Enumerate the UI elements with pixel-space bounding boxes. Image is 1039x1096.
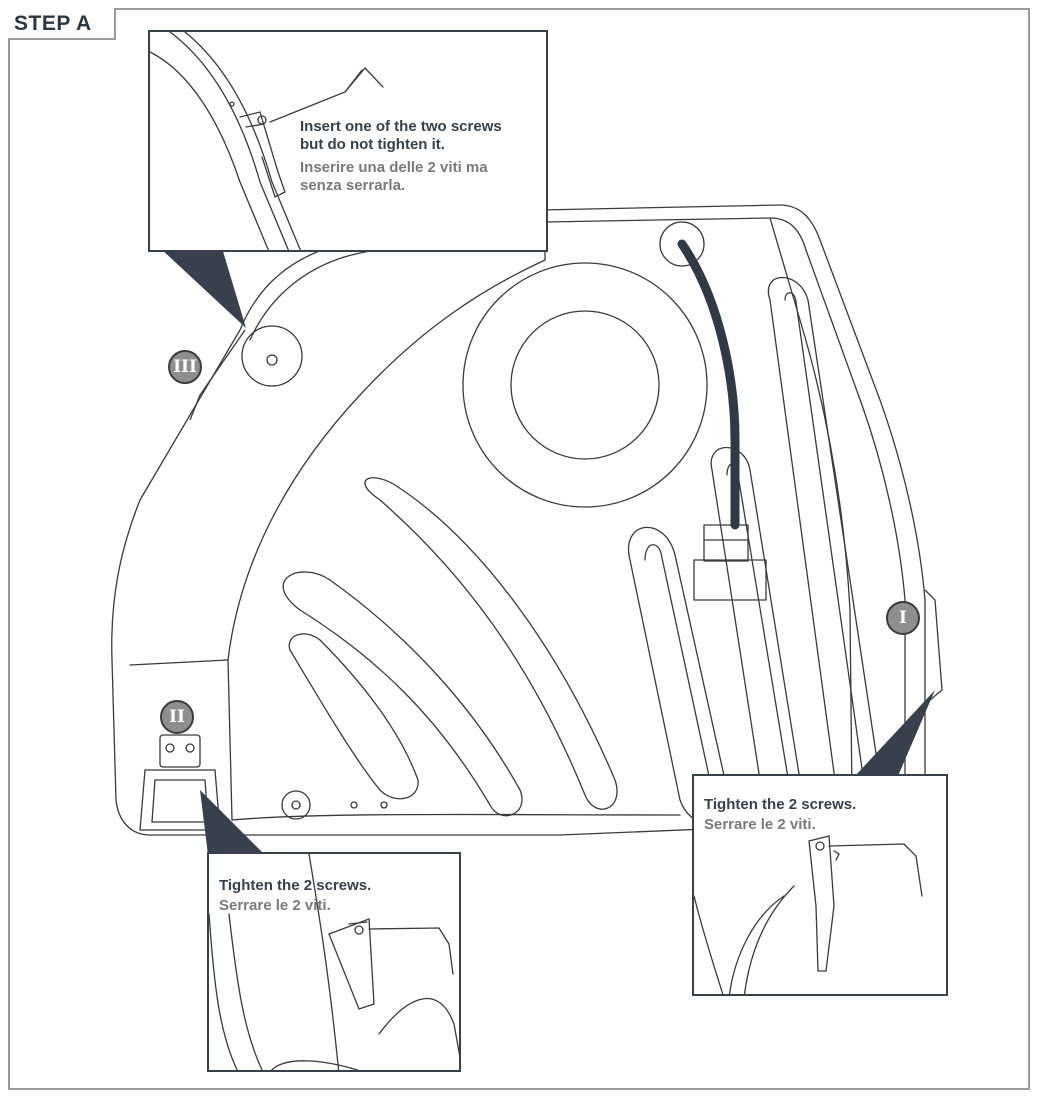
- callout-bottom-right-it: Serrare le 2 viti.: [704, 816, 816, 833]
- callout-bottom-left-drawing: [209, 854, 459, 1070]
- rib-1: [288, 633, 419, 800]
- speaker-ring-inner: [510, 310, 660, 460]
- rib-4: [627, 277, 882, 829]
- connector-body: [703, 524, 749, 562]
- callout-top: Insert one of the two screws but do not …: [148, 30, 548, 252]
- marker-three: III: [168, 350, 202, 384]
- callout-bottom-right: Tighten the 2 screws. Serrare le 2 viti.: [692, 774, 948, 996]
- pointer-bottom-right: [855, 690, 935, 776]
- marker-one: I: [886, 601, 920, 635]
- callout-top-drawing: [150, 32, 384, 250]
- diagram-frame: [8, 8, 1030, 1090]
- cable: [677, 239, 740, 530]
- callout-top-it-line1: Inserire una delle 2 viti ma: [300, 159, 488, 176]
- callout-bottom-right-en: Tighten the 2 screws.: [704, 796, 857, 813]
- callout-bottom-left: Tighten the 2 screws. Serrare le 2 viti.: [207, 852, 461, 1072]
- rib-3: [364, 477, 618, 810]
- rib-2: [282, 571, 523, 817]
- callout-top-en-line2: but do not tighten it.: [300, 136, 445, 153]
- marker-two: II: [160, 700, 194, 734]
- step-tab: STEP A: [8, 8, 116, 40]
- callout-top-it-line2: senza serrarla.: [300, 177, 406, 194]
- step-title: STEP A: [14, 12, 92, 35]
- callout-bottom-right-drawing: [694, 835, 923, 994]
- callout-top-en-line1: Insert one of the two screws: [300, 118, 502, 135]
- pointer-top: [160, 248, 246, 328]
- pointer-bottom-left: [200, 790, 265, 855]
- callout-bottom-left-it: Serrare le 2 viti.: [219, 897, 331, 914]
- callout-bottom-left-en: Tighten the 2 screws.: [219, 877, 372, 894]
- speaker-ring-outer: [462, 262, 708, 508]
